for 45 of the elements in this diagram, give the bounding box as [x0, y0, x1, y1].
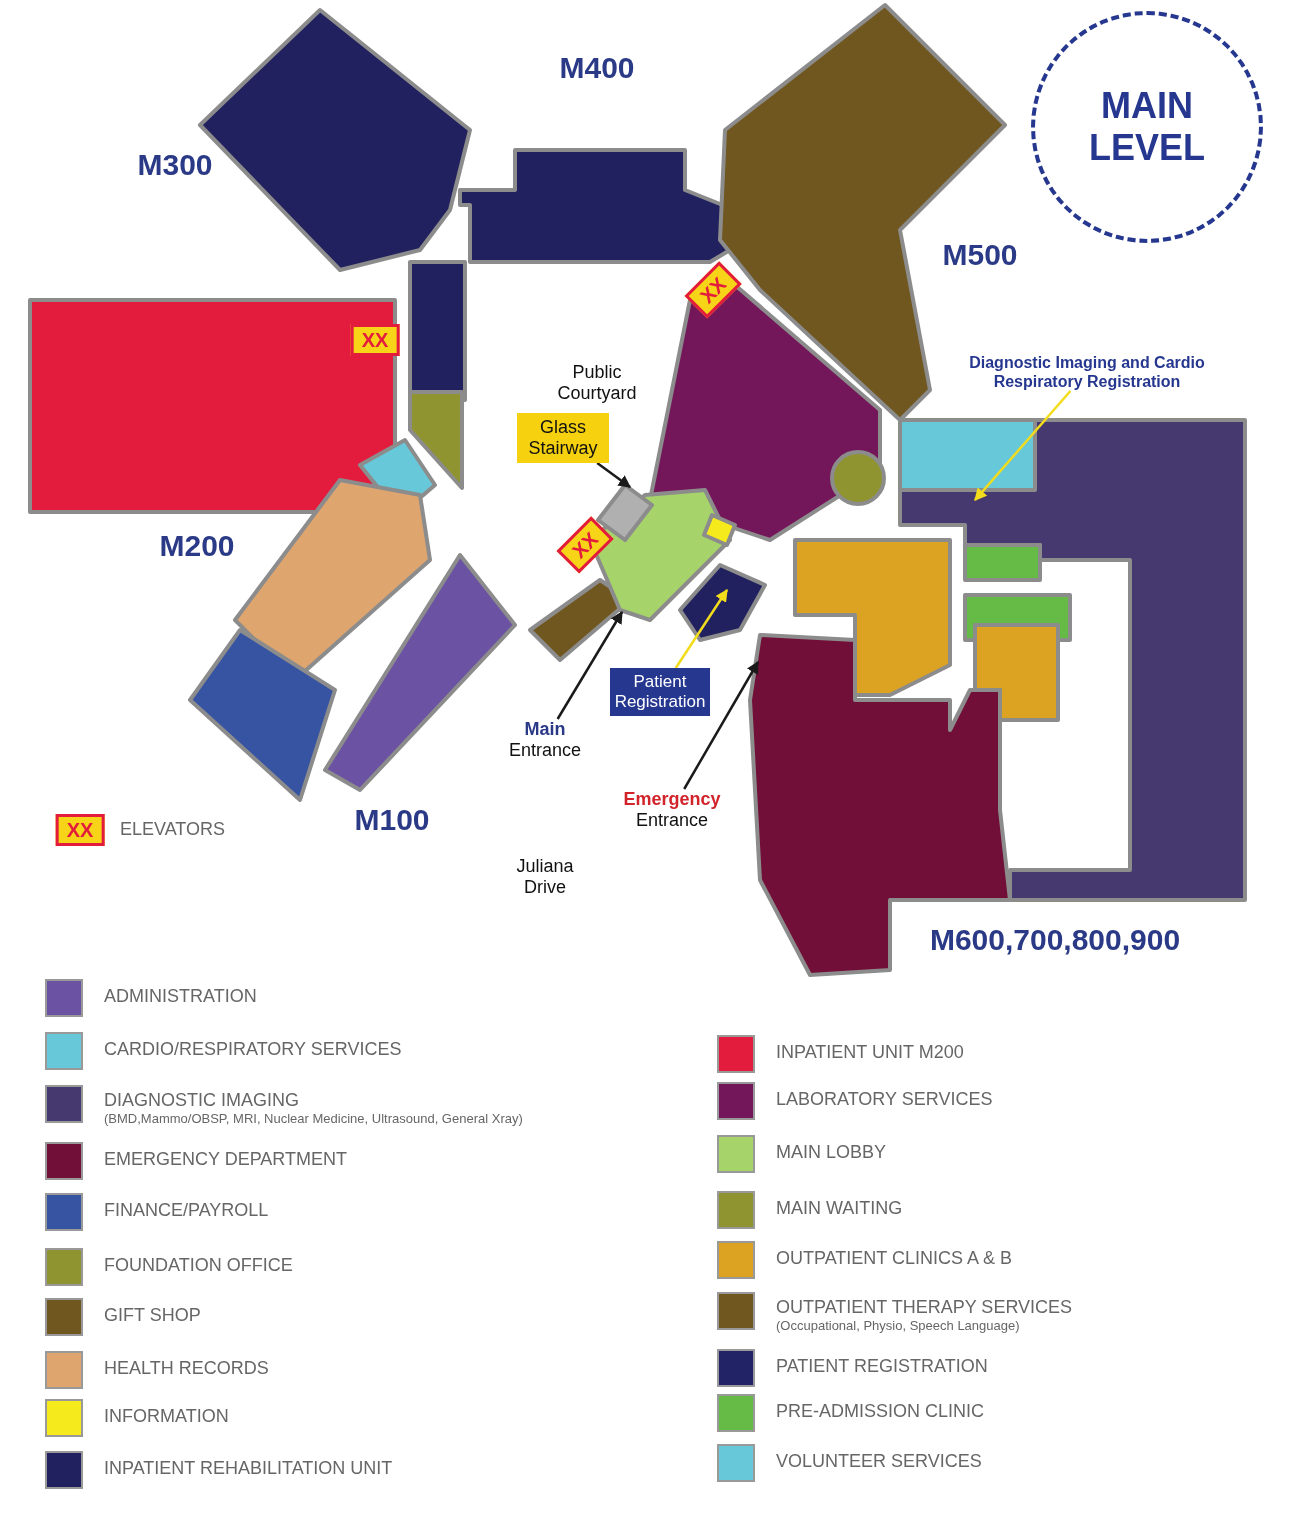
legend-text: INPATIENT REHABILITATION UNIT	[104, 1458, 393, 1479]
elevator-marker: XX	[55, 814, 105, 846]
legend-text: ADMINISTRATION	[104, 986, 257, 1007]
legend-text: PRE-ADMISSION CLINIC	[776, 1401, 985, 1422]
elevator-marker: XX	[350, 324, 400, 356]
callout-text: Entrance	[507, 740, 582, 761]
legend-text: INPATIENT UNIT M200	[776, 1042, 964, 1063]
legend-text: ELEVATORS	[120, 819, 226, 840]
leader-arrow	[674, 588, 729, 669]
legend-text: MAIN LOBBY	[776, 1142, 887, 1163]
legend-text: HEALTH RECORDS	[104, 1358, 269, 1379]
legend-text: VOLUNTEER SERVICES	[776, 1451, 982, 1472]
legend-text: GIFT SHOP	[104, 1305, 201, 1326]
wing-label: M300	[137, 148, 213, 182]
legend-text: CARDIO/RESPIRATORY SERVICES	[104, 1039, 402, 1060]
place-label: Public Courtyard	[556, 362, 638, 404]
legend-note: (BMD,Mammo/OBSP, MRI, Nuclear Medicine, Ultrasound, General Xray)	[104, 1111, 523, 1126]
legend-text: EMERGENCY DEPARTMENT	[104, 1149, 348, 1170]
legend-note: (Occupational, Physio, Speech Language)	[776, 1318, 1021, 1333]
leader-arrow	[556, 610, 624, 720]
legend-text: LABORATORY SERVICES	[776, 1089, 993, 1110]
title: MAIN LEVEL	[1031, 11, 1263, 243]
wing-label: M600,700,800,900	[929, 923, 1181, 957]
legend-text: INFORMATION	[104, 1406, 229, 1427]
wing-label: M200	[159, 529, 235, 563]
legend-text: FINANCE/PAYROLL	[104, 1200, 269, 1221]
callout-text: Emergency	[622, 789, 722, 810]
leader-arrow	[683, 660, 760, 790]
callout-box: Glass Stairway	[517, 413, 609, 463]
legend-text: FOUNDATION OFFICE	[104, 1255, 293, 1276]
callout-text: Main	[523, 719, 567, 740]
legend-text: OUTPATIENT CLINICS A & B	[776, 1248, 1013, 1269]
wing-label: M100	[354, 803, 430, 837]
callout-text: Diagnostic Imaging and Cardio Respiratory Registration	[962, 353, 1212, 391]
legend-text: PATIENT REGISTRATION	[776, 1356, 988, 1377]
legend-text: OUTPATIENT THERAPY SERVICES	[776, 1297, 1073, 1318]
callout-text: Entrance	[634, 810, 709, 831]
place-label: Juliana Drive	[515, 856, 575, 898]
legend-text: DIAGNOSTIC IMAGING	[104, 1090, 300, 1111]
wing-label: M400	[559, 51, 635, 85]
leader-arrow	[596, 462, 631, 488]
callout-box: Patient Registration	[610, 668, 710, 716]
legend-text: MAIN WAITING	[776, 1198, 903, 1219]
wing-label: M500	[942, 238, 1018, 272]
leader-arrow	[974, 390, 1072, 501]
